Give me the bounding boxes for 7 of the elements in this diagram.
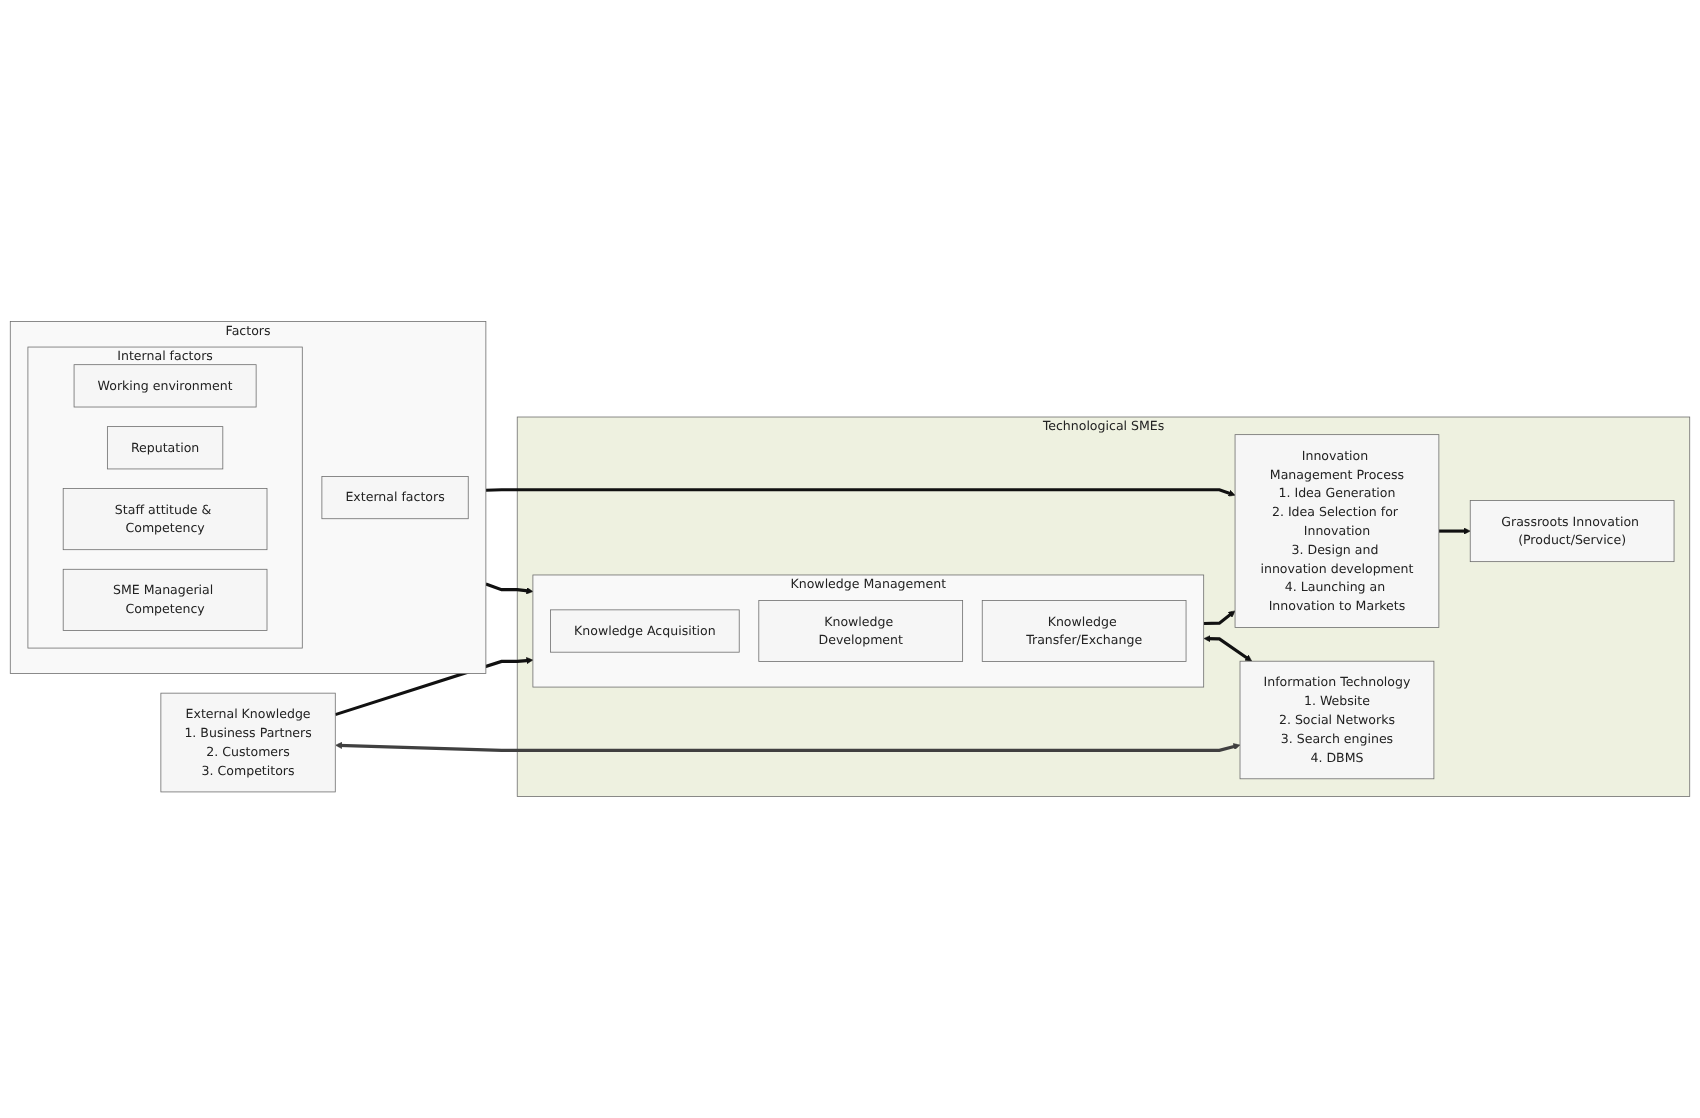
- arrow: [1203, 635, 1253, 662]
- arrow: [1203, 610, 1236, 626]
- arrow: [1438, 527, 1471, 535]
- arrow: [334, 657, 534, 717]
- arrow: [335, 742, 1241, 752]
- arrow: [485, 488, 1236, 497]
- arrow: [485, 582, 534, 595]
